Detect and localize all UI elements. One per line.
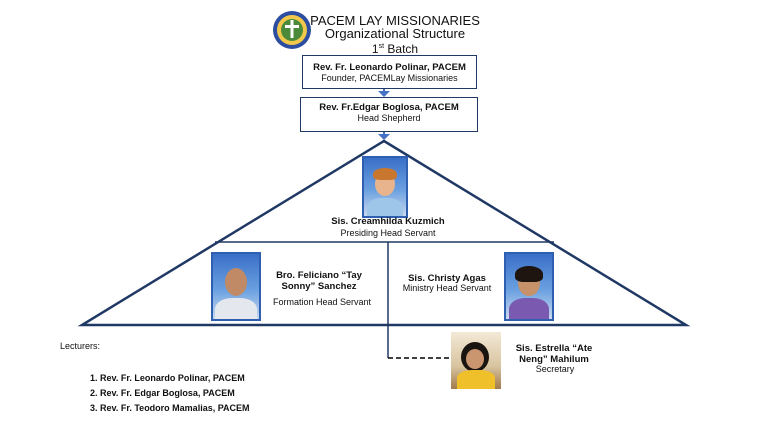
- batch-suffix: st: [378, 43, 385, 50]
- presiding-photo: [362, 156, 408, 218]
- org-subtitle: Organizational Structure: [324, 26, 466, 41]
- batch-word: Batch: [387, 42, 419, 56]
- arrow-shepherd-pyramid: [378, 134, 390, 140]
- ministry-name: Sis. Christy Agas: [408, 273, 486, 284]
- presiding-name: Sis. Creamhilda Kuzmich: [331, 216, 445, 227]
- secretary-role: Secretary: [535, 364, 575, 374]
- formation-photo: [211, 252, 261, 321]
- lecturer-item-2: 2. Rev. Fr. Edgar Boglosa, PACEM: [90, 388, 235, 398]
- secretary-photo: [451, 332, 501, 389]
- ministry-role: Ministry Head Servant: [402, 283, 492, 293]
- founder-role: Founder, PACEMLay Missionaries: [321, 73, 458, 83]
- pyramid-triangle: [77, 139, 691, 327]
- lecturer-item-1: 1. Rev. Fr. Leonardo Polinar, PACEM: [90, 373, 245, 383]
- shepherd-name: Rev. Fr.Edgar Boglosa, PACEM: [319, 102, 459, 113]
- pacem-logo: [272, 10, 312, 50]
- formation-name: Bro. Feliciano “Tay Sonny” Sanchez: [276, 270, 362, 292]
- lecturers-heading: Lecturers:: [60, 341, 101, 351]
- secretary-name: Sis. Estrella “Ate Neng” Mahilum: [515, 343, 593, 365]
- arrow-founder-shepherd: [378, 91, 390, 97]
- batch-label: 1st Batch: [310, 40, 480, 56]
- shepherd-role: Head Shepherd: [357, 113, 421, 123]
- shepherd-box: Rev. Fr.Edgar Boglosa, PACEM Head Shephe…: [300, 97, 478, 132]
- formation-role: Formation Head Servant: [272, 297, 372, 307]
- batch-number: 1: [371, 42, 379, 56]
- org-title: PACEM LAY MISSIONARIES: [310, 13, 480, 28]
- founder-box: Rev. Fr. Leonardo Polinar, PACEM Founder…: [302, 55, 477, 89]
- lecturer-item-3: 3. Rev. Fr. Teodoro Mamalias, PACEM: [90, 403, 250, 413]
- ministry-photo: [504, 252, 554, 321]
- presiding-role: Presiding Head Servant: [340, 228, 436, 238]
- logo-seal-icon: [273, 11, 311, 49]
- founder-name: Rev. Fr. Leonardo Polinar, PACEM: [313, 62, 466, 73]
